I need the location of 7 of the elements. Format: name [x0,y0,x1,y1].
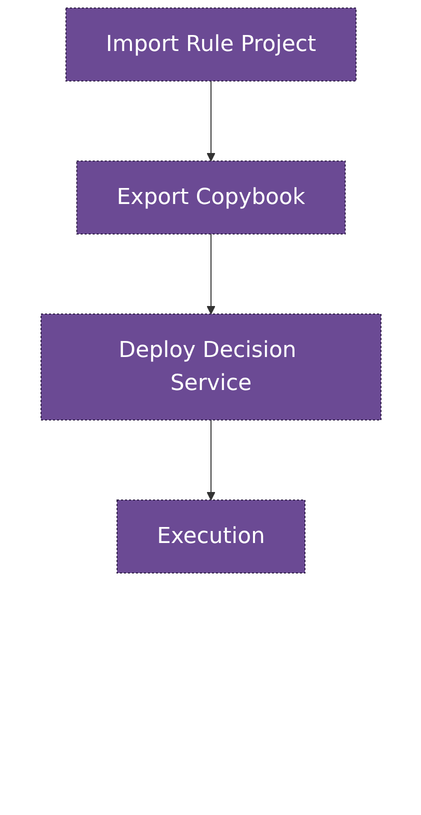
node-box: Export Copybook [76,160,346,234]
node-box: Execution [116,500,305,574]
node-box: Deploy Decision Service [40,314,381,420]
node-box: Import Rule Project [64,8,356,82]
arrow [206,420,215,500]
arrow [206,234,215,314]
arrow [206,80,215,162]
